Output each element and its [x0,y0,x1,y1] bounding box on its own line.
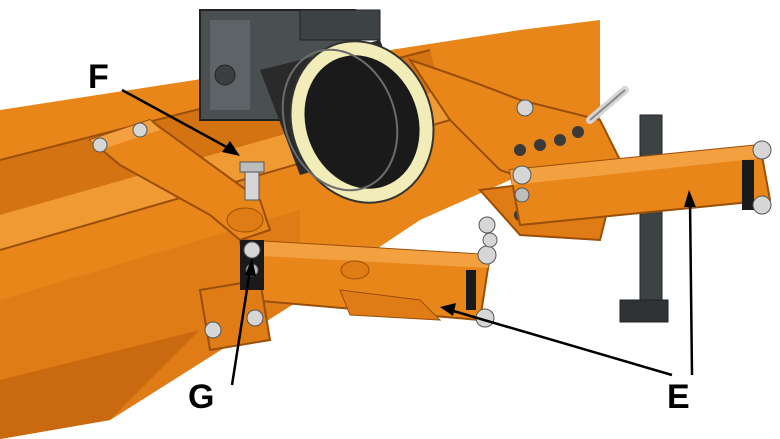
bolt-icon [239,161,265,201]
hex-nut-icon [204,216,498,339]
right-swing-arm [508,140,772,227]
leader-e-right [688,199,694,376]
pin-handle-icon [586,86,629,124]
callout-f: F [88,58,109,96]
leader-lines [121,88,696,386]
leader-f [121,88,233,152]
left-swing-arm [238,238,497,328]
callout-g: G [188,378,214,416]
drive-tube [260,40,435,204]
callout-e: E [667,378,690,416]
leader-e-left [449,308,673,377]
left-upper-plate [87,118,272,242]
leader-g [230,269,252,386]
